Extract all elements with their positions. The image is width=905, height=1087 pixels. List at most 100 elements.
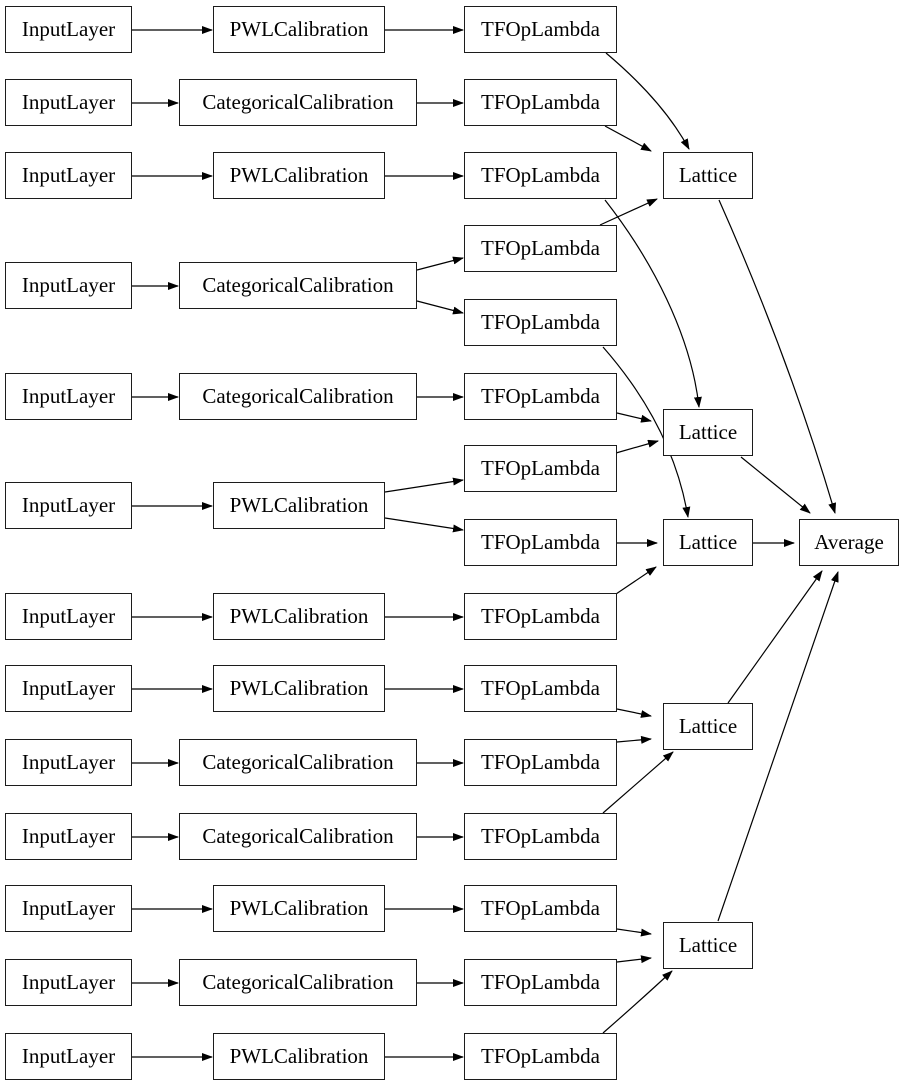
edge-group	[132, 26, 839, 1061]
node-t7: TFOpLambda	[464, 593, 617, 640]
node-t4a: TFOpLambda	[464, 225, 617, 272]
node-label-c13: PWLCalibration	[229, 1044, 369, 1068]
node-label-t4b: TFOpLambda	[481, 310, 600, 334]
node-label-t7: TFOpLambda	[481, 604, 600, 628]
node-t13: TFOpLambda	[464, 1033, 617, 1080]
node-label-i8: InputLayer	[21, 676, 116, 700]
node-i3: InputLayer	[5, 152, 132, 199]
node-t2: TFOpLambda	[464, 79, 617, 126]
node-label-l5: Lattice	[678, 933, 738, 957]
edge-t12-l5	[616, 955, 652, 964]
node-c2: CategoricalCalibration	[179, 79, 417, 126]
node-l2: Lattice	[663, 409, 753, 456]
edge-t1-l1	[605, 52, 690, 150]
edge-c4-t4a	[416, 256, 464, 271]
node-c13: PWLCalibration	[213, 1033, 385, 1080]
node-label-c10: CategoricalCalibration	[202, 824, 394, 848]
node-label-c7: PWLCalibration	[229, 604, 369, 628]
node-label-l1: Lattice	[678, 163, 738, 187]
node-label-c9: CategoricalCalibration	[202, 750, 394, 774]
node-i10: InputLayer	[5, 813, 132, 860]
node-c6: PWLCalibration	[213, 482, 385, 529]
node-c11: PWLCalibration	[213, 885, 385, 932]
node-c10: CategoricalCalibration	[179, 813, 417, 860]
node-c5: CategoricalCalibration	[179, 373, 417, 420]
node-label-t10: TFOpLambda	[481, 824, 600, 848]
node-l1: Lattice	[663, 152, 753, 199]
edge-l1-avg	[718, 199, 837, 514]
node-label-c5: CategoricalCalibration	[202, 384, 394, 408]
node-label-t2: TFOpLambda	[481, 90, 600, 114]
node-c7: PWLCalibration	[213, 593, 385, 640]
node-label-t6b: TFOpLambda	[481, 530, 600, 554]
edge-c4-t4b	[416, 300, 464, 315]
node-label-t8: TFOpLambda	[481, 676, 600, 700]
node-label-c3: PWLCalibration	[229, 163, 369, 187]
node-i5: InputLayer	[5, 373, 132, 420]
node-label-t4a: TFOpLambda	[481, 236, 600, 260]
node-l4: Lattice	[663, 703, 753, 750]
node-label-l3: Lattice	[678, 530, 738, 554]
node-label-i10: InputLayer	[21, 824, 116, 848]
node-i11: InputLayer	[5, 885, 132, 932]
edge-l2-avg	[740, 456, 811, 514]
node-label-t12: TFOpLambda	[481, 970, 600, 994]
node-label-t9: TFOpLambda	[481, 750, 600, 774]
node-label-l2: Lattice	[678, 420, 738, 444]
edge-l5-avg	[717, 571, 839, 922]
edge-t8-l4	[616, 708, 652, 718]
node-label-t5: TFOpLambda	[481, 384, 600, 408]
node-label-i2: InputLayer	[21, 90, 116, 114]
edge-t4a-l1	[599, 198, 658, 226]
edge-c6-t6b	[384, 517, 464, 533]
node-label-c6: PWLCalibration	[229, 493, 369, 517]
node-t8: TFOpLambda	[464, 665, 617, 712]
node-label-i9: InputLayer	[21, 750, 116, 774]
edge-t13-l5	[602, 970, 673, 1034]
node-i2: InputLayer	[5, 79, 132, 126]
node-label-c2: CategoricalCalibration	[202, 90, 394, 114]
node-t5: TFOpLambda	[464, 373, 617, 420]
node-label-i3: InputLayer	[21, 163, 116, 187]
node-c9: CategoricalCalibration	[179, 739, 417, 786]
node-i13: InputLayer	[5, 1033, 132, 1080]
node-i12: InputLayer	[5, 959, 132, 1006]
node-i9: InputLayer	[5, 739, 132, 786]
node-label-i1: InputLayer	[21, 17, 116, 41]
node-i1: InputLayer	[5, 6, 132, 53]
node-c8: PWLCalibration	[213, 665, 385, 712]
node-c4: CategoricalCalibration	[179, 262, 417, 309]
node-label-i6: InputLayer	[21, 493, 116, 517]
node-label-avg: Average	[814, 530, 884, 554]
node-t6a: TFOpLambda	[464, 445, 617, 492]
node-c3: PWLCalibration	[213, 152, 385, 199]
edge-t9-l4	[616, 735, 652, 744]
edge-l4-avg	[727, 570, 823, 704]
node-i4: InputLayer	[5, 262, 132, 309]
edge-t6a-l2	[615, 439, 659, 454]
node-i7: InputLayer	[5, 593, 132, 640]
node-label-i12: InputLayer	[21, 970, 116, 994]
node-label-i5: InputLayer	[21, 384, 116, 408]
node-label-l4: Lattice	[678, 714, 738, 738]
edge-t4b-l3	[602, 346, 691, 518]
edge-t10-l4	[602, 751, 674, 814]
node-t3: TFOpLambda	[464, 152, 617, 199]
edge-t5-l2	[616, 412, 652, 423]
node-label-c11: PWLCalibration	[229, 896, 369, 920]
node-t12: TFOpLambda	[464, 959, 617, 1006]
node-label-i13: InputLayer	[21, 1044, 116, 1068]
node-t1: TFOpLambda	[464, 6, 617, 53]
node-label-t11: TFOpLambda	[481, 896, 600, 920]
node-c12: CategoricalCalibration	[179, 959, 417, 1006]
node-label-i11: InputLayer	[21, 896, 116, 920]
node-label-t1: TFOpLambda	[481, 17, 600, 41]
node-label-t13: TFOpLambda	[481, 1044, 600, 1068]
node-t11: TFOpLambda	[464, 885, 617, 932]
edge-t2-l1	[604, 125, 652, 152]
node-label-t6a: TFOpLambda	[481, 456, 600, 480]
node-t6b: TFOpLambda	[464, 519, 617, 566]
node-label-c12: CategoricalCalibration	[202, 970, 394, 994]
